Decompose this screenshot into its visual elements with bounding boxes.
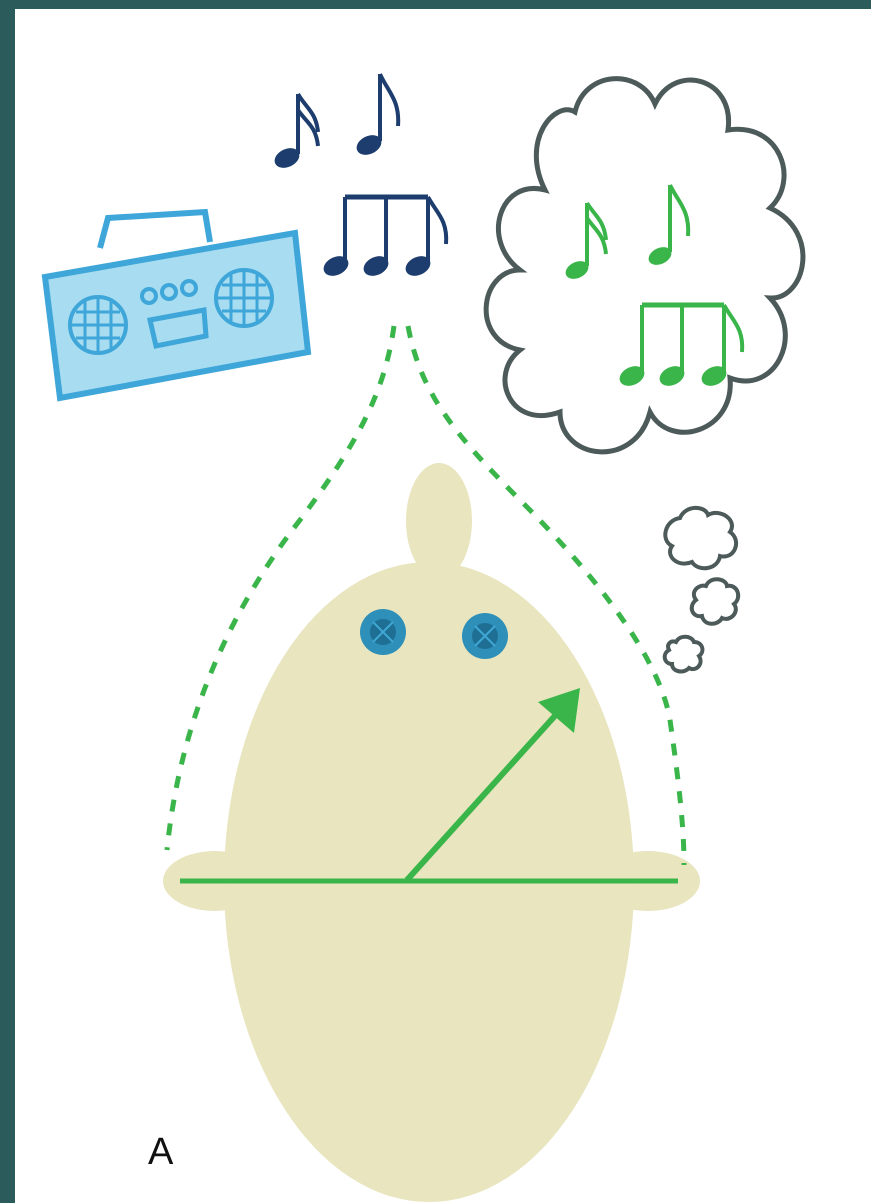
beamed-notes-icon (320, 197, 446, 280)
right-speaker-icon (216, 270, 272, 326)
thought-bubble-small (665, 637, 703, 672)
eye-icon (360, 609, 406, 655)
panel-label: A (148, 1133, 173, 1171)
thought-bubble-medium (692, 579, 738, 624)
sixteenth-note-icon (271, 94, 318, 172)
left-speaker-icon (70, 297, 126, 353)
head-icon (163, 463, 700, 1202)
thought-bubble-large (665, 508, 736, 568)
thought-cloud-icon (486, 79, 803, 672)
eye-icon (462, 613, 508, 659)
nose (406, 463, 472, 579)
eighth-note-icon (353, 74, 398, 159)
boombox-icon (45, 212, 308, 398)
